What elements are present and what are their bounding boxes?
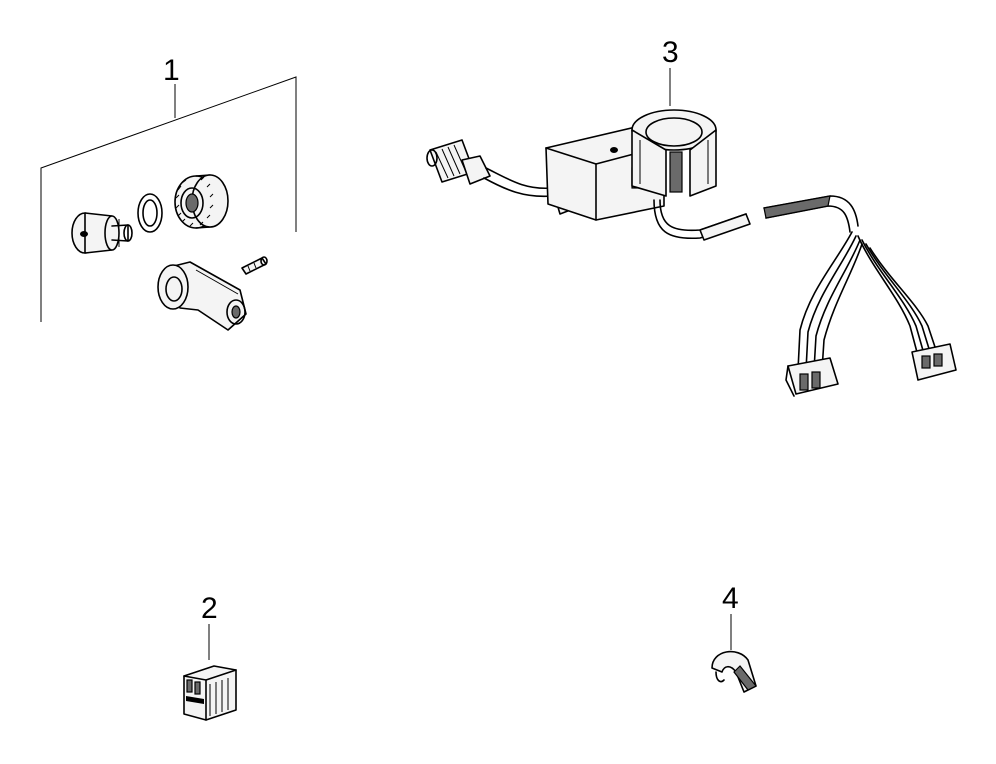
- lever-cam[interactable]: [157, 261, 247, 331]
- plug-cable: [485, 167, 553, 190]
- callout-1-label: 1: [163, 54, 180, 87]
- callout-4-label: 4: [722, 582, 739, 615]
- harness-plug[interactable]: [426, 139, 491, 185]
- callout-1-bracket: [40, 76, 297, 322]
- callout-2: 2: [201, 592, 218, 660]
- bumper-clip-part[interactable]: [711, 650, 757, 693]
- clamp-ring[interactable]: [631, 109, 717, 197]
- lock-cylinder[interactable]: [71, 212, 133, 254]
- callout-4: 4: [722, 582, 739, 650]
- key-pin[interactable]: [241, 256, 268, 275]
- lock-assembly-part[interactable]: [71, 174, 268, 331]
- harness-connector-left[interactable]: [785, 357, 839, 397]
- knurled-nut[interactable]: [174, 174, 229, 229]
- switch-harness-part[interactable]: [426, 109, 957, 397]
- wire-branch-left: [797, 231, 863, 371]
- connector-block-part[interactable]: [183, 665, 237, 721]
- callout-1: 1: [40, 54, 297, 322]
- callout-3: 3: [662, 36, 679, 106]
- plug-cable-lower: [483, 177, 553, 198]
- callout-3-label: 3: [662, 36, 679, 69]
- wire-bundle: [653, 195, 859, 241]
- callout-2-label: 2: [201, 592, 218, 625]
- washer-ring[interactable]: [137, 193, 163, 233]
- wire-branch-right: [857, 235, 937, 357]
- harness-connector-right[interactable]: [911, 343, 957, 381]
